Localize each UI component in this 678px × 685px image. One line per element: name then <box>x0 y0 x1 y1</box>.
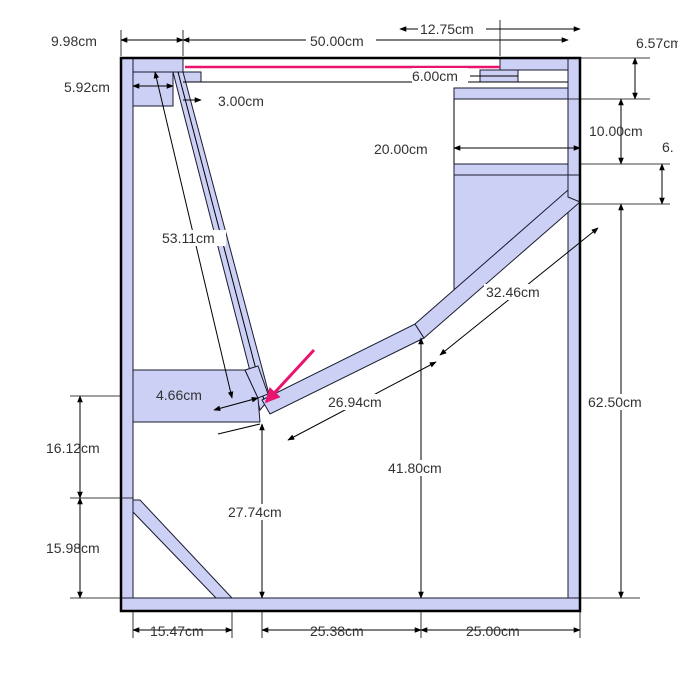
dim-inner-gap: 3.00cm <box>218 93 264 109</box>
bottom-board <box>120 597 581 612</box>
dim-shelf-width: 20.00cm <box>374 141 428 157</box>
right-shelf <box>453 87 569 100</box>
left-wall <box>120 57 134 612</box>
dim-left-upper-height: 16.12cm <box>46 440 100 456</box>
dim-top-right-height: 6.57cm <box>636 35 678 51</box>
dim-line <box>213 396 259 412</box>
enclosure-outline <box>119 56 582 613</box>
dim-upper-slope: 32.46cm <box>486 284 540 300</box>
upper-slope-join <box>567 174 581 203</box>
left-top-block <box>132 71 174 107</box>
dim-center-height: 41.80cm <box>388 460 442 476</box>
dim-top-span: 50.00cm <box>310 33 364 49</box>
dim-lower-slope: 26.94cm <box>328 394 382 410</box>
dim-slot-width: 6.00cm <box>412 68 458 84</box>
dim-bottom-right: 25.00cm <box>466 623 520 639</box>
dim-right-height: 62.50cm <box>588 394 642 410</box>
dim-shelf-height: 10.00cm <box>589 123 643 139</box>
dim-top-right-offset: 12.75cm <box>420 21 474 37</box>
dim-small-right: 6. <box>662 139 674 155</box>
right-wall <box>567 57 581 612</box>
top-right-cap <box>499 57 569 71</box>
right-chamber-cap <box>453 163 569 176</box>
dim-left-cap-height: 5.92cm <box>64 79 110 95</box>
dim-bottom-middle: 25.38cm <box>310 623 364 639</box>
dim-left-lower-height: 15.98cm <box>46 540 100 556</box>
dim-inner-height: 27.74cm <box>228 504 282 520</box>
dim-long-panel: 53.11cm <box>162 230 215 246</box>
bottom-brace <box>132 499 234 599</box>
dim-panel-thickness: 4.66cm <box>156 387 202 403</box>
dim-line <box>217 423 261 435</box>
top-left-cap <box>132 57 184 73</box>
dim-bottom-left: 15.47cm <box>150 623 204 639</box>
dim-top-left-width: 9.98cm <box>51 33 97 49</box>
